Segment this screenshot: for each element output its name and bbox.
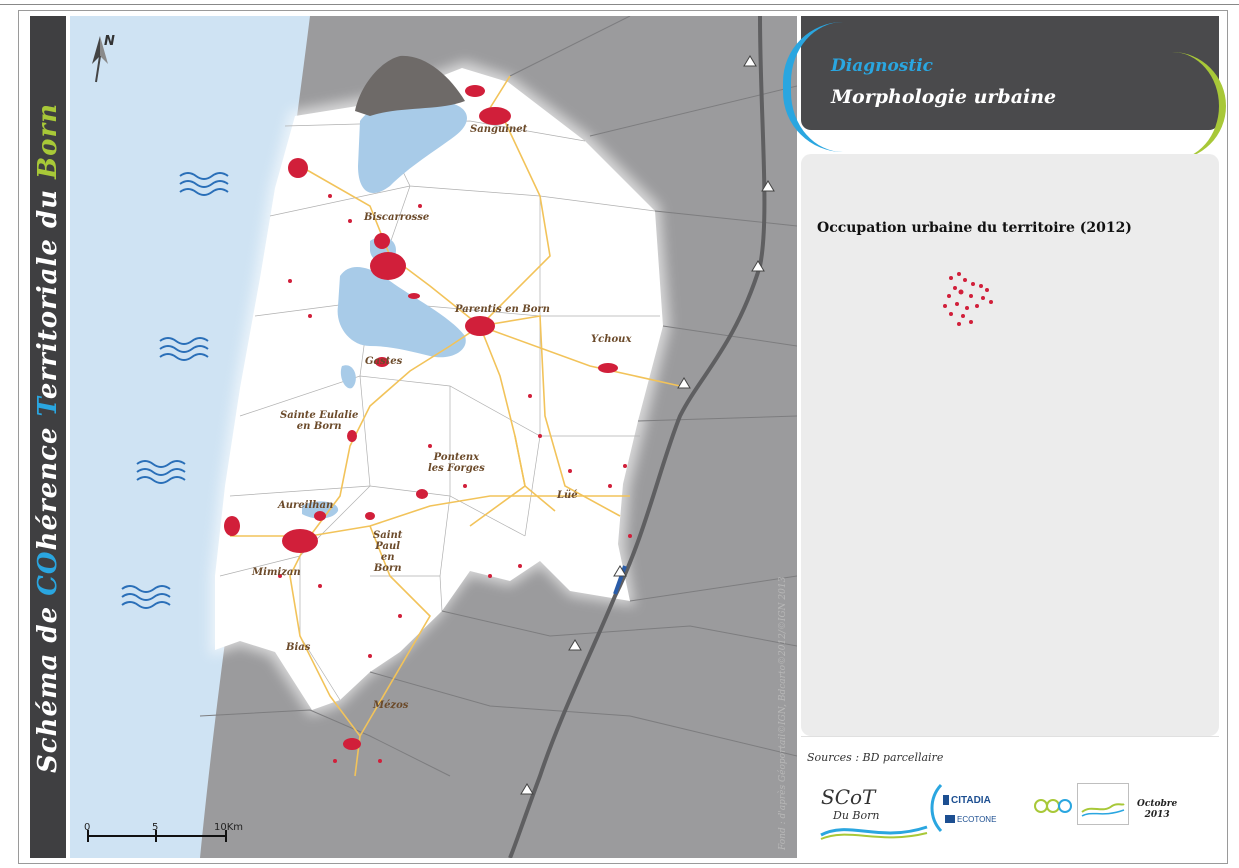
north-arrow-icon [92,36,108,83]
legend-area: Occupation urbaine du territoire (2012) [801,154,1219,736]
scot-logo-sub: Du Born [833,809,880,822]
north-label: N [104,34,115,49]
town-label-liet: Lüé [557,490,578,501]
town-label-aureilhan: Aureilhan [278,500,334,511]
logos-row: SCoT Du Born CITADIA ECOTONE [801,781,1219,851]
lake-parentis [337,266,466,358]
panel-header: Diagnostic Morphologie urbaine [801,16,1219,130]
right-panel: Diagnostic Morphologie urbaine Occupatio… [783,16,1226,859]
date-label: Octobre 2013 [1137,799,1178,820]
scot-swoosh-icon [820,825,928,840]
urban-areas [224,85,632,763]
title-accent: Born [33,102,63,179]
partner-logo-box [1077,783,1129,825]
territory [215,68,663,710]
bracket-right-decoration [1171,52,1226,160]
map-credits: Fond : d'après Géoportail©IGN, Bdcarto©2… [778,576,788,850]
town-label-mezos: Mézos [373,700,409,711]
bracket-left-decoration [783,22,851,152]
title-accent: CO [33,550,63,596]
lake-cazaux-sanguinet [358,99,467,194]
town-label-sainte-eulalie: Sainte Eulalie en Born [280,410,359,432]
town-label-parentis: Parentis en Born [455,304,550,315]
highway-exits [520,55,775,795]
urban-legend-icon [943,272,993,326]
vertical-title: Schéma de COhérence Territoriale du Born [33,103,63,773]
scale-bar [87,830,227,842]
top-rule [0,4,1239,5]
lake-aureilhan [302,501,339,519]
town-label-saint-paul: Saint Paul en Born [373,530,403,574]
title-part: Schéma de [33,595,63,774]
partner-logo-icon [1034,799,1072,813]
highway [508,16,767,858]
header-subtitle: Morphologie urbaine [831,86,1057,108]
town-label-pontenx: Pontenx les Forges [428,452,485,474]
title-part: hérence [33,416,63,551]
scale-label-5: 5 [152,822,159,833]
ecotone-logo: ECOTONE [957,815,997,824]
vertical-title-bar [30,16,66,858]
citadia-mark-icon [943,795,949,805]
diagnostic-label: Diagnostic [831,56,934,76]
town-label-biscarrosse: Biscarrosse [364,212,430,223]
title-accent: T [33,399,63,417]
scale-label-10: 10Km [214,822,244,833]
town-label-gastes: Gastes [365,356,403,367]
landscape-logo-icon [1081,803,1125,817]
ecotone-mark-icon [945,815,955,823]
panel-footer: Sources : BD parcellaire SCoT Du Born CI… [801,736,1219,859]
sea-waves [121,172,229,609]
town-label-ychoux: Ychoux [591,334,632,345]
map-canvas [70,16,797,858]
town-label-bias: Bias [286,642,311,653]
restricted-zone [355,55,465,116]
town-label-sanguinet: Sanguinet [470,124,528,135]
title-part: erritoriale du [33,178,63,400]
sources-text: Sources : BD parcellaire [807,751,944,764]
legend-title: Occupation urbaine du territoire (2012) [817,220,1132,236]
citadia-logo: CITADIA [951,795,991,806]
map-svg [70,16,797,858]
scot-logo-text: SCoT [821,785,876,809]
logo-bracket-icon [930,783,943,833]
town-label-mimizan: Mimizan [252,567,301,578]
scot-logo: SCoT Du Born [821,785,879,822]
lake-small [340,365,356,389]
scale-label-0: 0 [84,822,91,833]
ocean [70,16,310,858]
